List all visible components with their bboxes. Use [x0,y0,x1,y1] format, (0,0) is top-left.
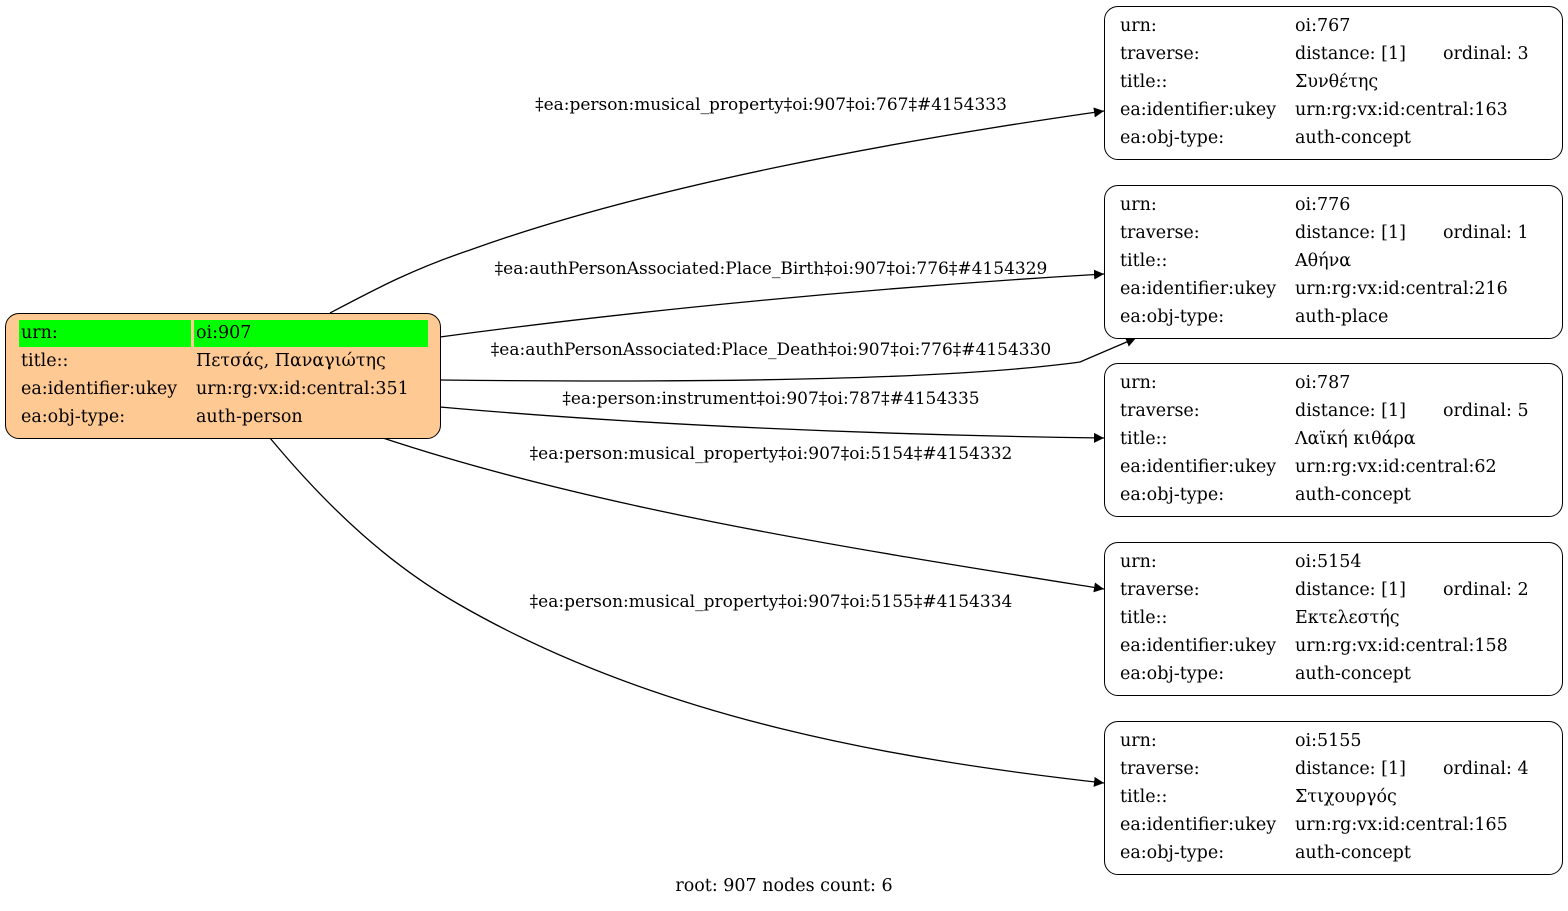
row-value: oi:5155 [1295,731,1362,751]
edge-line[interactable] [329,107,1105,314]
traverse-distance: distance: [1] [1295,759,1406,779]
edge-label: ‡ea:person:musical_property‡oi:907‡oi:51… [530,444,1013,464]
row-value: urn:rg:vx:id:central:216 [1295,279,1508,299]
row-key: traverse: [1120,44,1200,64]
edge-label: ‡ea:person:instrument‡oi:907‡oi:787‡#415… [562,389,979,409]
row-key: title:: [1120,72,1168,92]
edge-line[interactable] [269,437,1105,787]
row-value: oi:767 [1295,16,1351,36]
traverse-distance: distance: [1] [1295,223,1406,243]
edge-line[interactable] [439,406,1105,443]
row-value: auth-concept [1295,664,1411,684]
traverse-ordinal: ordinal: 4 [1443,759,1529,779]
edge-label: ‡ea:person:musical_property‡oi:907‡oi:51… [530,592,1013,612]
row-key: ea:identifier:ukey [1120,279,1277,299]
row-key: title:: [1120,787,1168,807]
row-key: title:: [1120,429,1168,449]
row-key: ea:obj-type: [1120,485,1225,505]
node-oi-5154[interactable]: urn: oi:5154 traverse: distance: [1] ordinal… [1104,542,1563,696]
row-value: urn:rg:vx:id:central:351 [196,379,409,399]
row-value: Συνθέτης [1295,72,1379,92]
traverse-ordinal: ordinal: 3 [1443,44,1529,64]
edge-label: ‡ea:authPersonAssociated:Place_Death‡oi:… [491,340,1051,360]
row-value: oi:776 [1295,195,1351,215]
graph-footer: root: 907 nodes count: 6 [675,876,893,896]
row-key: ea:identifier:ukey [1120,457,1277,477]
row-value: Λαϊκή κιθάρα [1295,429,1416,449]
row-key: ea:identifier:ukey [1120,100,1277,120]
row-value: urn:rg:vx:id:central:165 [1295,815,1508,835]
row-key: title:: [1120,251,1168,271]
row-key: urn: [1120,373,1157,393]
row-value: oi:787 [1295,373,1351,393]
row-key: ea:obj-type: [1120,128,1225,148]
row-key: traverse: [1120,401,1200,421]
traverse-ordinal: ordinal: 2 [1443,580,1529,600]
row-value: auth-place [1295,307,1389,327]
traverse-ordinal: ordinal: 1 [1443,223,1529,243]
row-value: Στιχουργός [1295,787,1397,807]
row-key: urn: [1120,195,1157,215]
row-key: ea:obj-type: [1120,664,1225,684]
node-oi-776[interactable]: urn: oi:776 traverse: distance: [1] ordinal:… [1104,185,1563,339]
row-key: traverse: [1120,759,1200,779]
row-key: ea:identifier:ukey [1120,636,1277,656]
row-value: auth-concept [1295,485,1411,505]
row-key: ea:identifier:ukey [1120,815,1277,835]
row-key: urn: [21,323,58,343]
row-key: urn: [1120,731,1157,751]
row-value: auth-concept [1295,128,1411,148]
row-value: auth-concept [1295,843,1411,863]
edge-label: ‡ea:person:musical_property‡oi:907‡oi:76… [535,95,1007,115]
row-key: ea:obj-type: [21,407,126,427]
root-node[interactable]: urn: oi:907 title:: Πετσάς, Παναγιώτης e… [5,313,441,439]
row-key: ea:obj-type: [1120,843,1225,863]
row-key: ea:obj-type: [1120,307,1225,327]
row-value: Εκτελεστής [1295,608,1400,628]
edge-line[interactable] [439,337,1137,382]
row-value: auth-person [196,407,303,427]
edge-line[interactable] [382,437,1105,593]
node-oi-5155[interactable]: urn: oi:5155 traverse: distance: [1] ordinal… [1104,721,1563,875]
row-value: urn:rg:vx:id:central:163 [1295,100,1508,120]
row-value: oi:5154 [1295,552,1362,572]
edge-label: ‡ea:authPersonAssociated:Place_Birth‡oi:… [495,259,1048,279]
row-key: traverse: [1120,580,1200,600]
urn-highlight [19,320,191,347]
row-key: ea:identifier:ukey [21,379,178,399]
row-value: Πετσάς, Παναγιώτης [196,351,386,371]
row-value: Αθήνα [1295,251,1352,271]
row-key: urn: [1120,16,1157,36]
row-key: title:: [21,351,69,371]
traverse-distance: distance: [1] [1295,580,1406,600]
urn-highlight [194,320,428,347]
row-key: traverse: [1120,223,1200,243]
traverse-distance: distance: [1] [1295,44,1406,64]
row-value: urn:rg:vx:id:central:62 [1295,457,1497,477]
traverse-distance: distance: [1] [1295,401,1406,421]
row-value: oi:907 [196,323,252,343]
row-key: title:: [1120,608,1168,628]
node-oi-767[interactable]: urn: oi:767 traverse: distance: [1] ordinal:… [1104,6,1563,160]
traverse-ordinal: ordinal: 5 [1443,401,1529,421]
node-oi-787[interactable]: urn: oi:787 traverse: distance: [1] ordinal:… [1104,363,1563,517]
edge-line[interactable] [439,269,1105,338]
row-value: urn:rg:vx:id:central:158 [1295,636,1508,656]
row-key: urn: [1120,552,1157,572]
